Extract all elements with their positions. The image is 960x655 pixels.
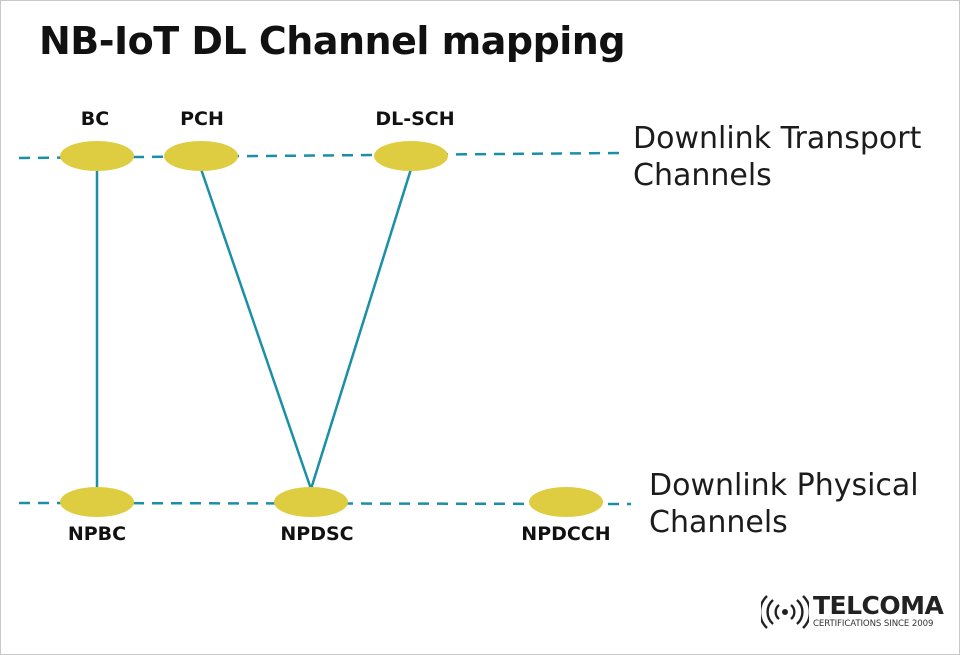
page-title: NB-IoT DL Channel mapping bbox=[39, 19, 626, 63]
signal-waves-icon bbox=[761, 595, 809, 629]
physical-group-label-line2: Channels bbox=[649, 505, 788, 540]
node-dlsch bbox=[374, 141, 448, 171]
node-label-npbc: NPBC bbox=[68, 523, 126, 545]
logo-tagline: CERTIFICATIONS SINCE 2009 bbox=[813, 619, 934, 629]
node-label-npdsc: NPDSC bbox=[280, 523, 353, 545]
mapping-line-pch-npdsc bbox=[199, 168, 313, 490]
physical-group-label-line1: Downlink Physical bbox=[649, 468, 919, 503]
telcoma-logo: TELCOMA CERTIFICATIONS SINCE 2009 bbox=[761, 591, 951, 633]
node-bc bbox=[60, 141, 134, 171]
node-pch bbox=[164, 141, 238, 171]
logo-name: TELCOMA bbox=[813, 591, 944, 620]
node-npbc bbox=[60, 487, 134, 517]
node-npdcch bbox=[529, 487, 603, 517]
transport-group-label-line1: Downlink Transport bbox=[633, 121, 922, 156]
node-label-dlsch: DL-SCH bbox=[375, 108, 454, 130]
mapping-line-dlsch-npdsc bbox=[309, 168, 413, 490]
node-label-bc: BC bbox=[81, 108, 109, 130]
node-label-npdcch: NPDCCH bbox=[521, 523, 610, 545]
node-npdsc bbox=[274, 487, 348, 517]
node-label-pch: PCH bbox=[180, 108, 224, 130]
transport-group-label-line2: Channels bbox=[633, 158, 772, 193]
